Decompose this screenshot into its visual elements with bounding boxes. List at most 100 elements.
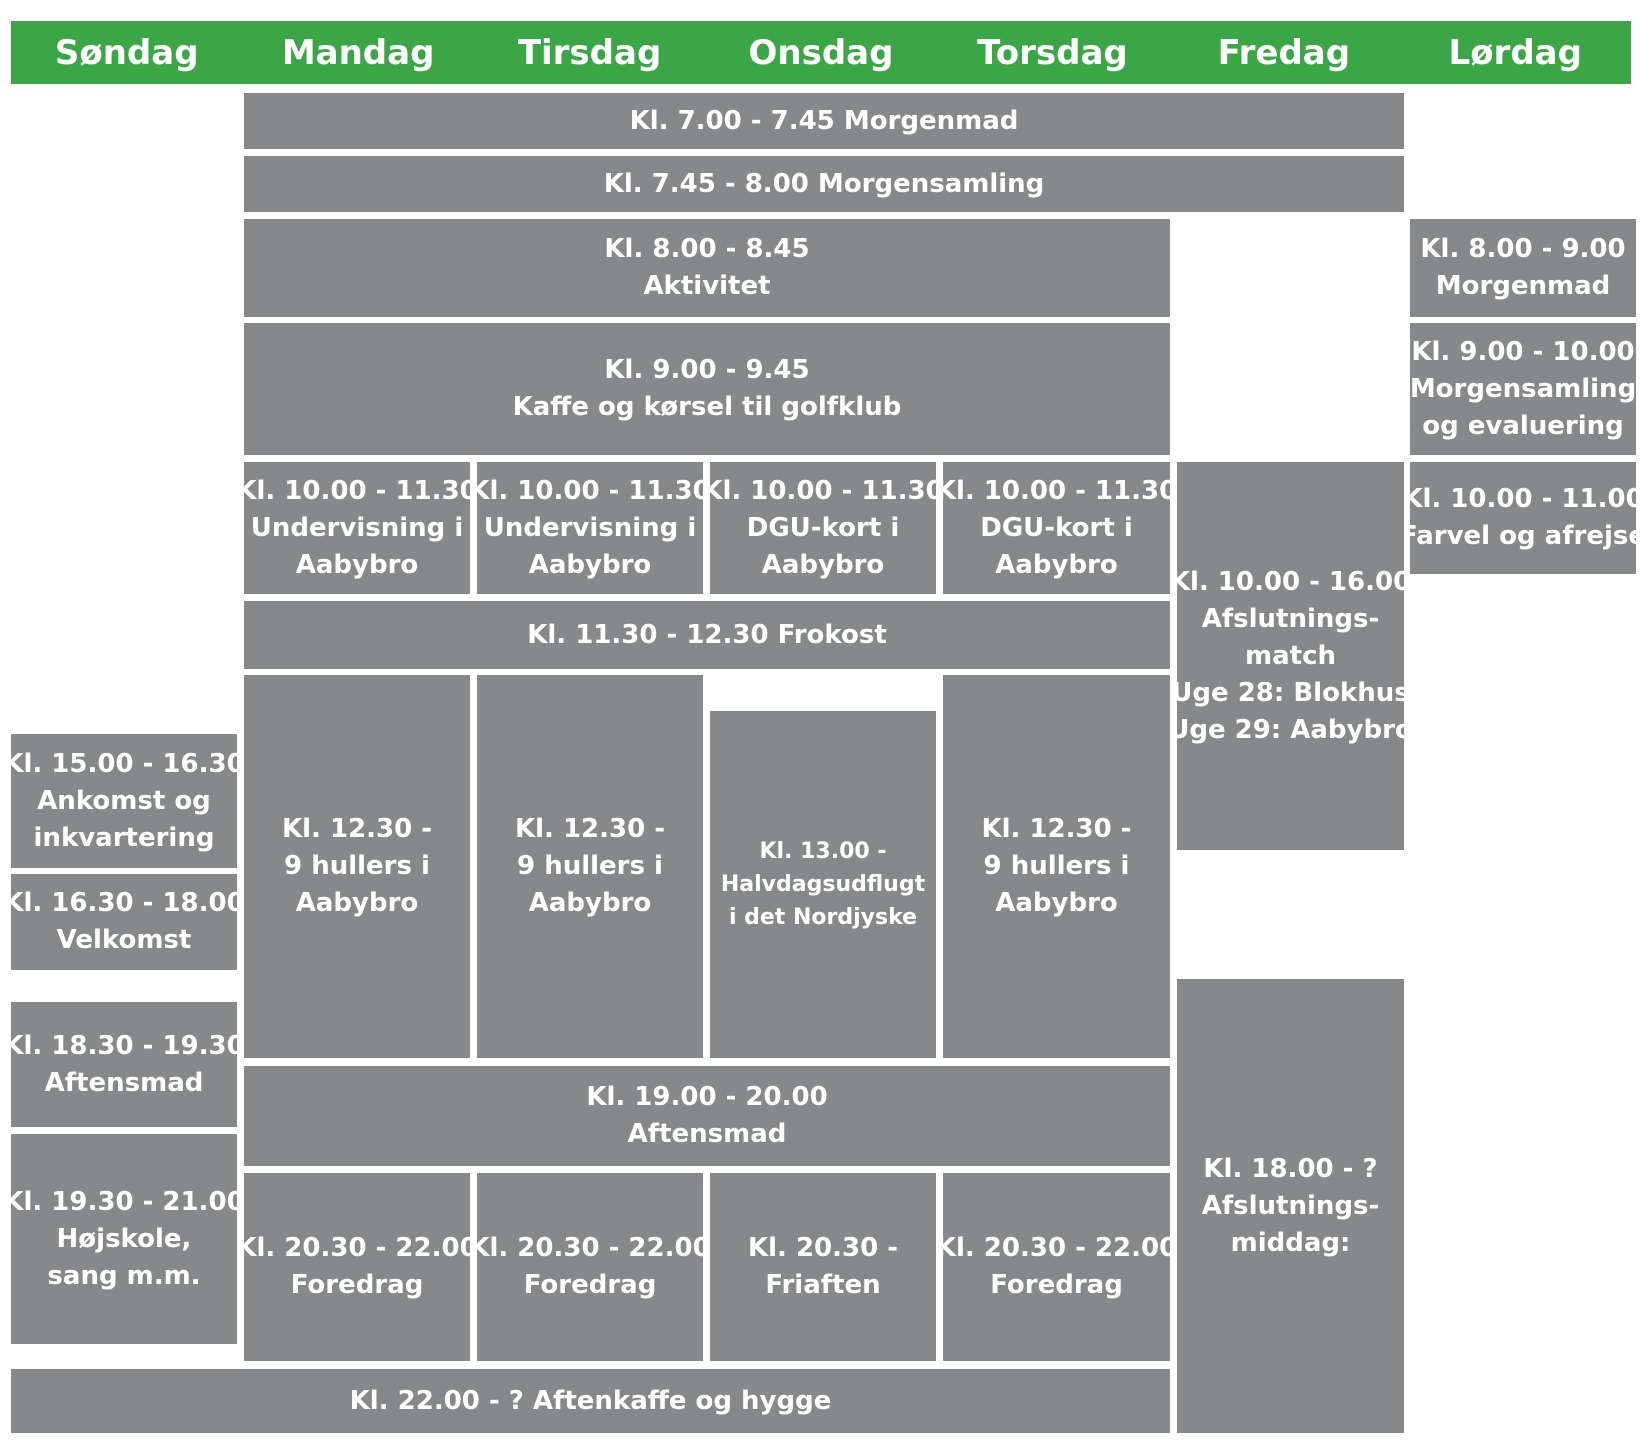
- block-line: Kl. 10.00 - 11.30: [935, 475, 1178, 506]
- block-morgensamling: Kl. 7.45 - 8.00 Morgensamling: [244, 156, 1404, 212]
- day-fredag: Fredag: [1217, 32, 1351, 73]
- block-line: middag:: [1230, 1227, 1351, 1258]
- block-tirsdag-9huller: Kl. 12.30 - 9 hullers i Aabybro: [477, 675, 703, 1058]
- block-line: match: [1245, 640, 1336, 671]
- block-line: DGU-kort i: [746, 512, 900, 543]
- block-line: Kl. 20.30 - 22.00: [469, 1233, 711, 1263]
- block-line: Ankomst og: [37, 785, 211, 816]
- block-line: Kl. 19.00 - 20.00: [586, 1082, 828, 1112]
- block-line: Kl. 10.00 - 11.30: [469, 475, 711, 506]
- block-line: Morgensamling: [1409, 373, 1637, 404]
- day-lordag: Lørdag: [1448, 32, 1582, 73]
- block-line: Aabybro: [761, 549, 885, 580]
- block-line: Kl. 10.00 - 11.30: [236, 475, 478, 506]
- block-line: Kaffe og kørsel til golfklub: [512, 392, 902, 422]
- block-line: Kl. 15.00 - 16.30: [3, 748, 245, 779]
- block-line: Kl. 20.30 - 22.00: [236, 1233, 478, 1263]
- block-onsdag-dgu: Kl. 10.00 - 11.30 DGU-kort i Aabybro: [702, 462, 944, 594]
- block-line: Højskole,: [56, 1223, 192, 1254]
- block-line: Kl. 11.30 - 12.30 Frokost: [527, 619, 887, 650]
- block-mandag-9huller: Kl. 12.30 - 9 hullers i Aabybro: [244, 675, 470, 1058]
- day-tirsdag: Tirsdag: [517, 32, 662, 73]
- block-sondag-ankomst: Kl. 15.00 - 16.30 Ankomst og inkvarterin…: [3, 734, 245, 868]
- block-line: Aabybro: [995, 888, 1118, 918]
- block-line: sang m.m.: [47, 1260, 201, 1291]
- block-sondag-aftensmad: Kl. 18.30 - 19.30 Aftensmad: [3, 1002, 245, 1127]
- block-sondag-velkomst: Kl. 16.30 - 18.00 Velkomst: [3, 874, 245, 970]
- block-line: og evaluering: [1422, 410, 1624, 441]
- block-fredag-middag: Kl. 18.00 - ? Afslutnings- middag:: [1177, 979, 1404, 1433]
- block-fredag-afslutningsmatch: Kl. 10.00 - 16.00 Afslutnings- match Uge…: [1168, 462, 1413, 850]
- block-line: Undervisning i: [250, 512, 464, 543]
- block-line: Halvdagsudflugt: [720, 872, 926, 897]
- block-line: Farvel og afrejse: [1400, 521, 1640, 551]
- block-morgenmad: Kl. 7.00 - 7.45 Morgenmad: [244, 93, 1404, 149]
- block-line: Kl. 10.00 - 11.00: [1402, 484, 1640, 514]
- block-line: Kl. 7.00 - 7.45 Morgenmad: [629, 105, 1019, 136]
- block-line: 9 hullers i: [517, 851, 663, 881]
- block-line: Uge 29: Aabybro: [1168, 714, 1413, 745]
- block-line: Aabybro: [295, 549, 419, 580]
- block-line: Kl. 19.30 - 21.00: [3, 1186, 245, 1217]
- block-line: Kl. 8.00 - 9.00: [1420, 234, 1626, 264]
- block-line: 9 hullers i: [284, 851, 430, 881]
- block-line: Velkomst: [56, 925, 192, 955]
- block-tirsdag-undervisning: Kl. 10.00 - 11.30 Undervisning i Aabybro: [469, 462, 711, 594]
- block-lordag-farvel: Kl. 10.00 - 11.00 Farvel og afrejse: [1400, 462, 1640, 574]
- block-line: Morgenmad: [1435, 271, 1611, 301]
- block-line: Kl. 12.30 -: [281, 814, 433, 844]
- block-line: Foredrag: [990, 1270, 1123, 1300]
- block-line: Kl. 16.30 - 18.00: [3, 888, 245, 918]
- block-torsdag-foredrag: Kl. 20.30 - 22.00 Foredrag: [936, 1173, 1177, 1361]
- block-tirsdag-foredrag: Kl. 20.30 - 22.00 Foredrag: [469, 1173, 711, 1361]
- block-line: Foredrag: [290, 1270, 424, 1300]
- block-kaffe: Kl. 9.00 - 9.45 Kaffe og kørsel til golf…: [244, 323, 1170, 455]
- day-onsdag: Onsdag: [748, 32, 894, 73]
- block-aftensmad: Kl. 19.00 - 20.00 Aftensmad: [244, 1066, 1170, 1166]
- block-line: Kl. 12.30 -: [514, 814, 666, 844]
- block-line: 9 hullers i: [983, 851, 1130, 881]
- block-sondag-hojskole: Kl. 19.30 - 21.00 Højskole, sang m.m.: [3, 1134, 245, 1344]
- weekday-header: Søndag Mandag Tirsdag Onsdag Torsdag Fre…: [11, 21, 1631, 84]
- block-line: Kl. 13.00 -: [759, 839, 887, 864]
- block-line: Kl. 12.30 -: [981, 814, 1132, 844]
- block-line: Aabybro: [295, 888, 419, 918]
- block-line: Kl. 7.45 - 8.00 Morgensamling: [603, 168, 1045, 199]
- block-line: Aabybro: [528, 888, 652, 918]
- block-line: Kl. 10.00 - 16.00: [1169, 566, 1412, 597]
- block-aktivitet: Kl. 8.00 - 8.45 Aktivitet: [244, 219, 1170, 317]
- block-mandag-undervisning: Kl. 10.00 - 11.30 Undervisning i Aabybro: [236, 462, 478, 594]
- block-onsdag-halvdagsudflugt: Kl. 13.00 - Halvdagsudflugt i det Nordjy…: [710, 711, 936, 1058]
- block-line: DGU-kort i: [980, 512, 1133, 543]
- block-aftenkaffe: Kl. 22.00 - ? Aftenkaffe og hygge: [11, 1369, 1170, 1433]
- block-line: Aabybro: [528, 549, 652, 580]
- block-line: Kl. 10.00 - 11.30: [702, 475, 944, 506]
- block-line: Aftensmad: [627, 1119, 787, 1149]
- block-line: Kl. 18.00 - ?: [1203, 1153, 1378, 1184]
- block-line: Undervisning i: [483, 512, 697, 543]
- block-line: Afslutnings-: [1201, 603, 1380, 634]
- block-line: i det Nordjyske: [728, 905, 918, 930]
- block-onsdag-friaften: Kl. 20.30 - Friaften: [710, 1173, 936, 1361]
- day-mandag: Mandag: [281, 32, 435, 73]
- block-lordag-morgenmad: Kl. 8.00 - 9.00 Morgenmad: [1410, 219, 1636, 317]
- block-line: Aftensmad: [44, 1067, 204, 1098]
- block-line: Kl. 9.00 - 10.00: [1411, 336, 1635, 367]
- block-line: Kl. 18.30 - 19.30: [3, 1030, 245, 1061]
- block-line: Kl. 8.00 - 8.45: [604, 234, 810, 264]
- block-line: Foredrag: [523, 1270, 657, 1300]
- day-torsdag: Torsdag: [977, 32, 1128, 73]
- block-torsdag-9huller: Kl. 12.30 - 9 hullers i Aabybro: [943, 675, 1170, 1058]
- block-line: Uge 28: Blokhus: [1171, 677, 1410, 708]
- block-line: Friaften: [765, 1270, 881, 1300]
- block-line: Aabybro: [995, 549, 1118, 580]
- block-lordag-morgensamling: Kl. 9.00 - 10.00 Morgensamling og evalue…: [1410, 323, 1636, 455]
- block-line: Aktivitet: [643, 271, 771, 301]
- block-line: Kl. 20.30 - 22.00: [935, 1233, 1178, 1263]
- block-line: Kl. 20.30 -: [747, 1233, 899, 1263]
- day-sondag: Søndag: [54, 32, 199, 73]
- block-line: Kl. 9.00 - 9.45: [604, 355, 810, 385]
- block-line: Kl. 22.00 - ? Aftenkaffe og hygge: [349, 1385, 832, 1416]
- block-torsdag-dgu: Kl. 10.00 - 11.30 DGU-kort i Aabybro: [936, 462, 1177, 594]
